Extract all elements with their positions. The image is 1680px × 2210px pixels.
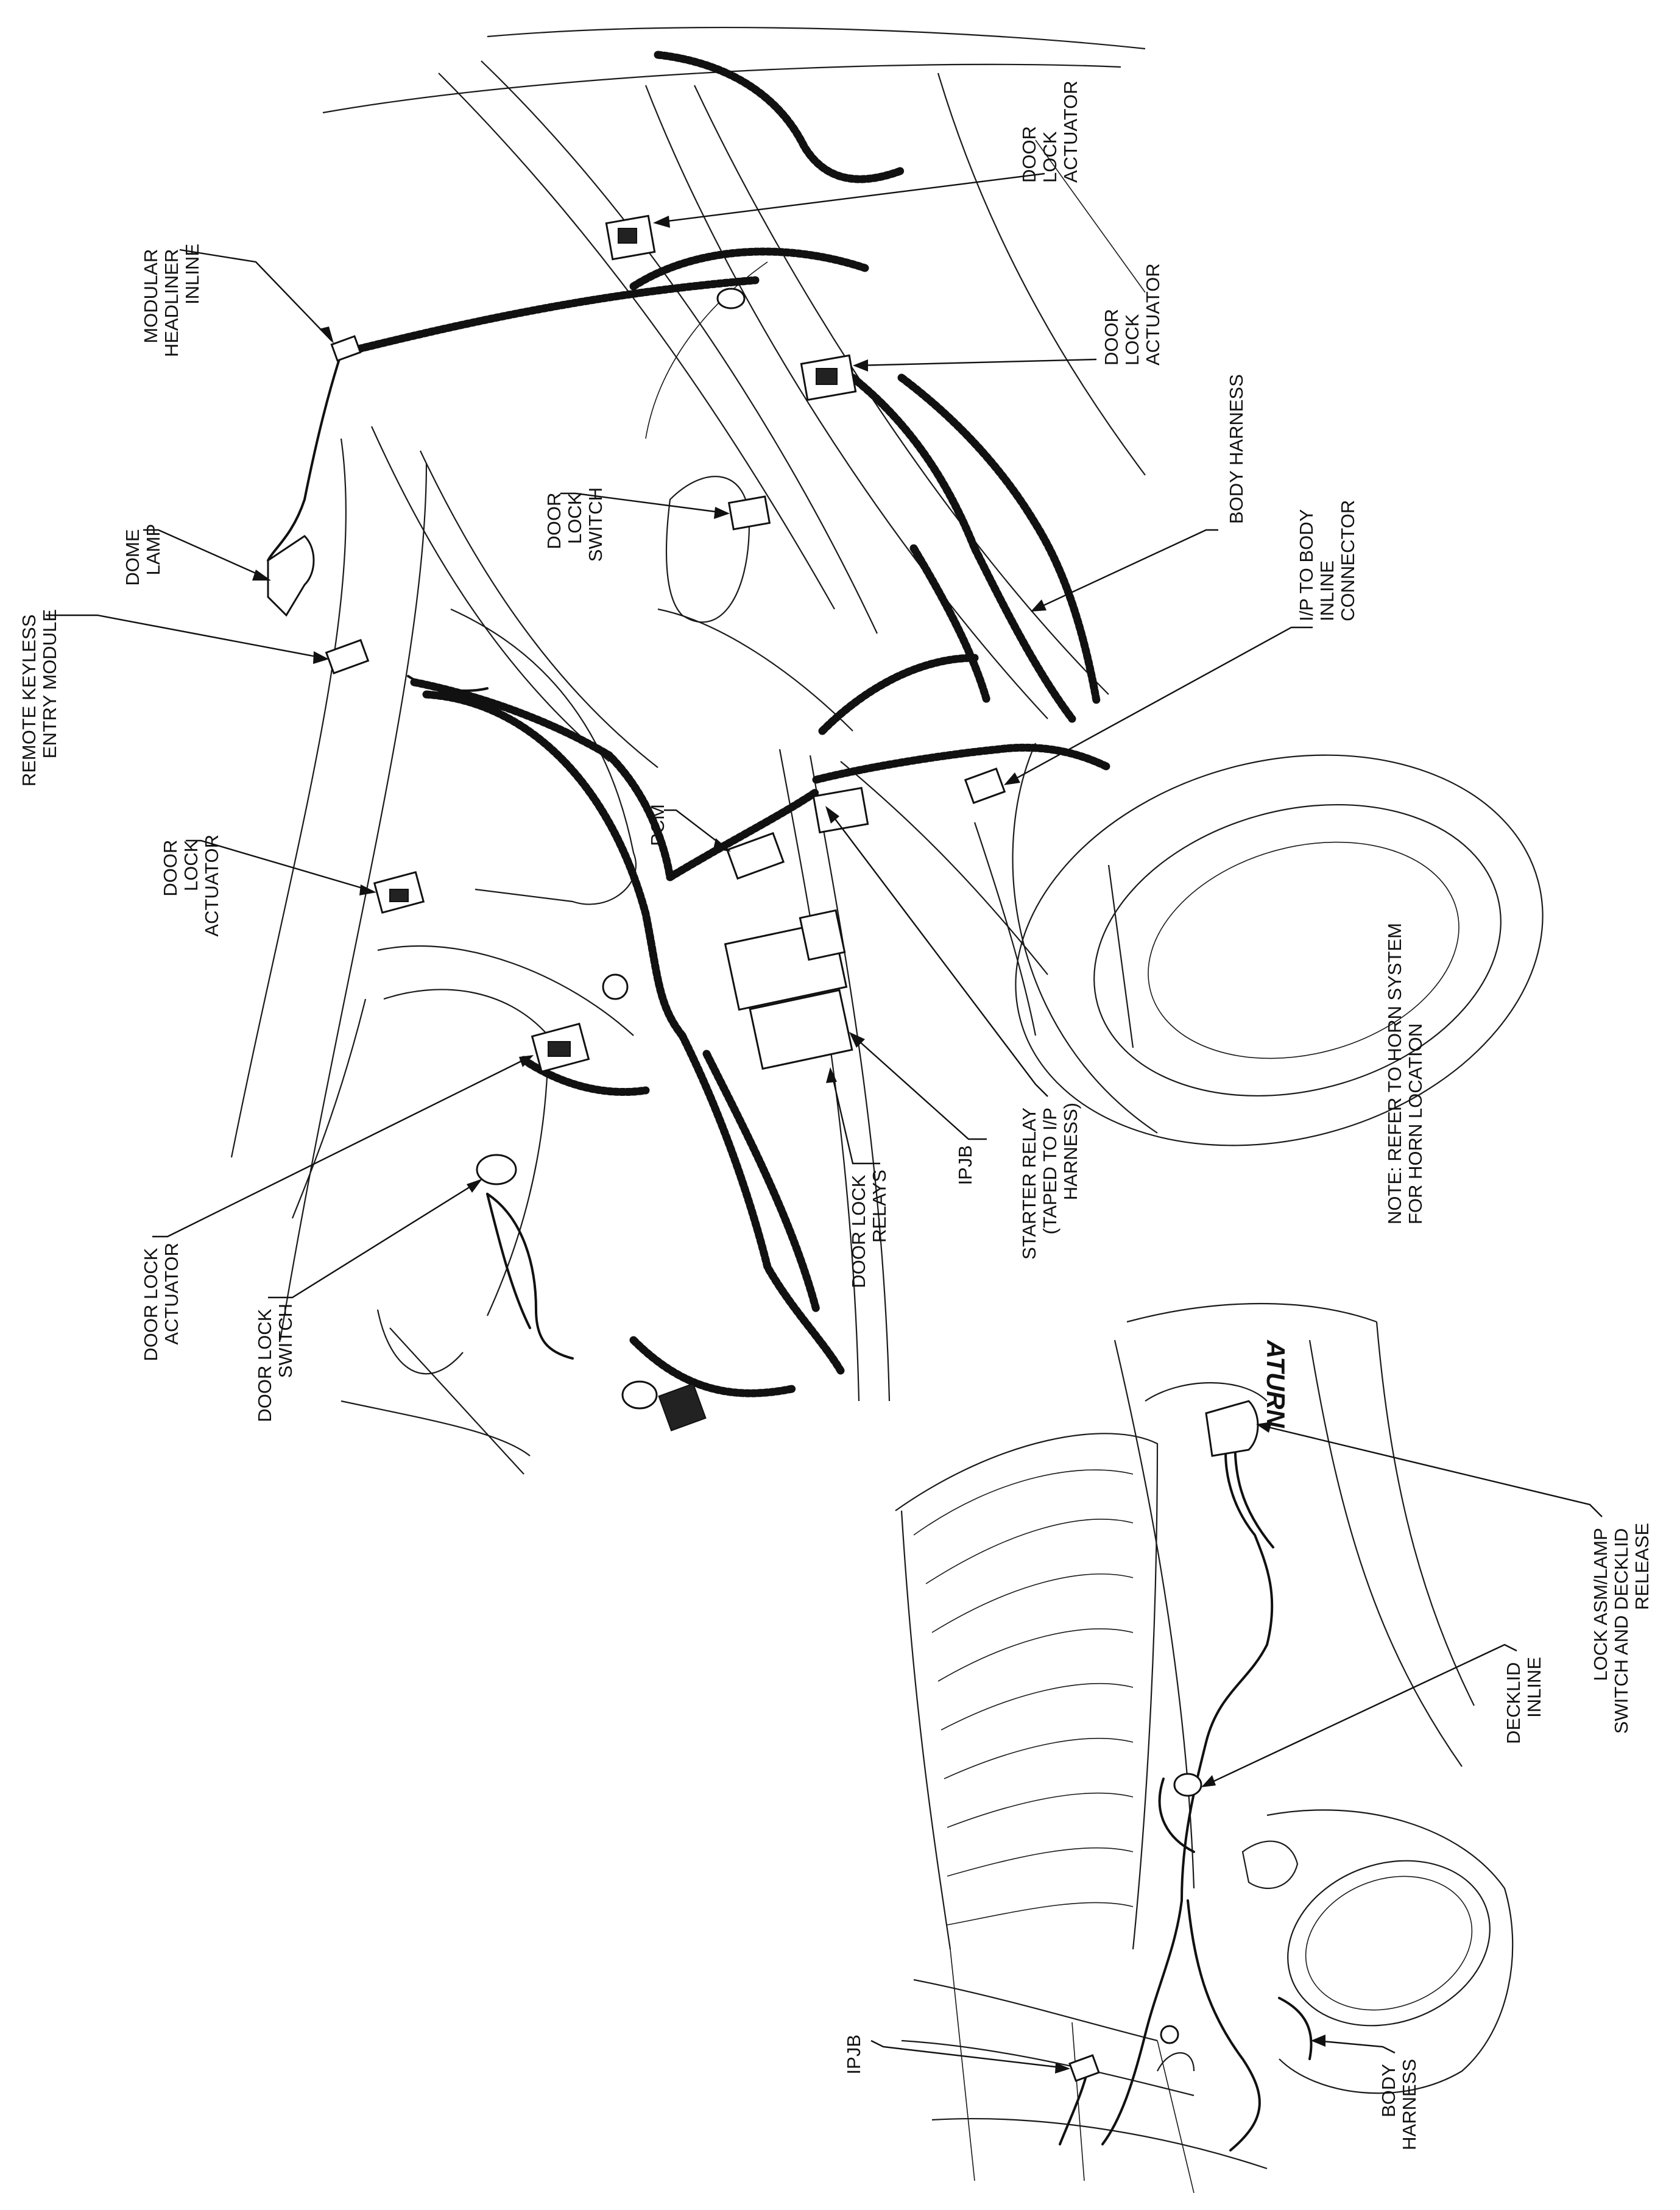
label-door-lock-actuator-front-left: DOOR LOCK ACTUATOR — [140, 1243, 182, 1361]
label-door-lock-actuator-right-top: DOOR LOCK ACTUATOR — [1018, 80, 1081, 183]
label-door-lock-switch-right: DOOR LOCK SWITCH — [543, 487, 606, 562]
label-ipjb-main: IPJB — [955, 1145, 976, 1185]
label-door-lock-actuator-right-mid: DOOR LOCK ACTUATOR — [1101, 263, 1163, 365]
rear-view-components — [1068, 1400, 1259, 2082]
label-ip-to-body-inline: I/P TO BODY INLINE CONNECTOR — [1296, 500, 1358, 621]
door-lock-switch-left — [476, 1154, 517, 1185]
label-remote-keyless-entry-module: REMOTE KEYLESS ENTRY MODULE — [18, 609, 60, 786]
label-lock-asm-lamp: LOCK ASM/LAMP SWITCH AND DECKLID RELEASE — [1590, 1523, 1653, 1734]
label-dome-lamp: DOME LAMP — [122, 524, 164, 586]
decklid-inline-connector — [1173, 1773, 1202, 1797]
main-harness-routing — [267, 51, 1113, 1397]
pcm — [725, 831, 785, 880]
label-body-harness-top: BODY HARNESS — [1226, 374, 1247, 524]
floor-connector — [621, 1380, 707, 1432]
rear-view-body-outline — [895, 1302, 1514, 2194]
door-lock-actuator-right-mid — [800, 354, 857, 401]
main-labels: MODULAR HEADLINER INLINE REMOTE KEYLESS … — [18, 80, 1426, 1422]
roof-clip — [716, 288, 746, 309]
harness-grommet-left — [602, 973, 629, 1000]
door-lock-relays — [799, 909, 846, 961]
label-door-lock-relays: DOOR LOCK RELAYS — [848, 1170, 890, 1288]
label-starter-relay: STARTER RELAY (TAPED TO I/P HARNESS) — [1018, 1103, 1081, 1260]
rear-leader-lines — [870, 1422, 1603, 2074]
label-ipjb-rear: IPJB — [843, 2035, 864, 2074]
door-lock-actuator-front-left — [531, 1022, 590, 1073]
label-door-lock-switch-left: DOOR LOCK SWITCH — [254, 1304, 296, 1422]
door-lock-actuator-rear-left — [373, 870, 425, 914]
decklid-badge: ATURN — [1262, 1340, 1290, 1429]
rear-labels: LOCK ASM/LAMP SWITCH AND DECKLID RELEASE… — [843, 1523, 1653, 2150]
label-note: NOTE: REFER TO HORN SYSTEM FOR HORN LOCA… — [1384, 917, 1426, 1224]
main-components — [267, 214, 1006, 1432]
main-leader-lines — [46, 172, 1313, 1299]
label-decklid-inline: DECKLID INLINE — [1503, 1657, 1545, 1744]
dome-lamp — [267, 535, 315, 617]
label-body-harness-rear: BODY HARNESS — [1378, 2059, 1420, 2150]
label-pcm: PCM — [647, 804, 668, 846]
label-door-lock-actuator-rear-left: DOOR LOCK ACTUATOR — [160, 835, 222, 937]
rear-grommet — [1160, 2025, 1179, 2044]
door-lock-switch-right — [727, 495, 771, 531]
vehicle-body-outline-main — [230, 27, 1544, 1475]
ipjb-rear-connector — [1068, 2054, 1100, 2082]
remote-keyless-entry-module — [325, 638, 370, 675]
modular-headliner-inline-connector — [330, 335, 362, 362]
label-modular-headliner-inline: MODULAR HEADLINER INLINE — [140, 244, 203, 357]
lock-asm-lamp-switch — [1205, 1400, 1259, 1457]
rear-view-harness — [1059, 1418, 1313, 2152]
starter-relay — [812, 786, 869, 834]
ip-to-body-inline-connector — [964, 768, 1006, 804]
door-lock-actuator-right-top — [605, 214, 656, 261]
